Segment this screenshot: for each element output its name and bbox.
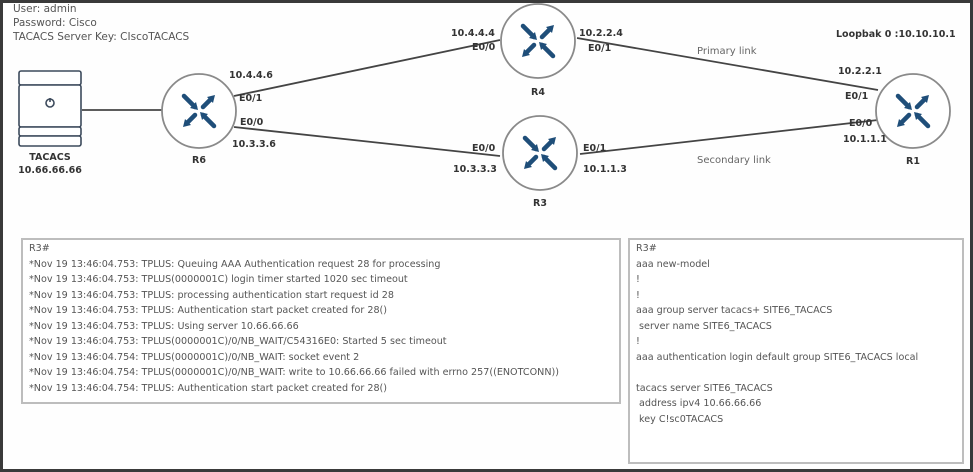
log-line: *Nov 19 13:46:04.753: TPLUS(0000001C)/0/… bbox=[29, 336, 447, 347]
tacacs-ip: 10.66.66.66 bbox=[18, 165, 82, 176]
r1-e00-interface: E0/0 bbox=[849, 118, 873, 129]
router-r1-icon bbox=[875, 73, 951, 149]
r3-e00-interface: E0/0 bbox=[472, 143, 496, 154]
r1-loopback: Loopbak 0 :10.10.10.1 bbox=[836, 29, 956, 40]
config-line: ! bbox=[636, 274, 640, 285]
config-panel: R3# aaa new-model!! aaa group server tacac… bbox=[628, 238, 964, 464]
log-line: *Nov 19 13:46:04.754: TPLUS(0000001C)/0/… bbox=[29, 351, 360, 363]
r4-e01-ip: 10.2.2.4 bbox=[579, 28, 623, 39]
credential-server-key: TACACS Server Key: CIscoTACACS bbox=[13, 31, 190, 43]
r3-e01-ip: 10.1.1.3 bbox=[583, 164, 627, 175]
log-line: *Nov 19 13:46:04.753: TPLUS: Authenticat… bbox=[29, 305, 388, 316]
credentials-block: User: admin Password: Cisco TACACS Serve… bbox=[13, 2, 189, 44]
router-r3-icon bbox=[502, 115, 578, 191]
primary-link-label: Primary link bbox=[697, 46, 757, 57]
r1-e01-interface: E0/1 bbox=[845, 91, 868, 102]
config-line: R3# bbox=[636, 243, 657, 254]
r6-e00-interface: E0/0 bbox=[240, 117, 264, 128]
link-secondary-r3-r1 bbox=[579, 119, 879, 155]
log-line: *Nov 19 13:46:04.754: TPLUS(0000001C)/0/… bbox=[29, 367, 559, 378]
r4-e00-interface: E0/0 bbox=[472, 42, 496, 53]
config-line: ! bbox=[636, 336, 640, 347]
log-line: *Nov 19 13:46:04.753: TPLUS: Queuing AAA… bbox=[29, 258, 441, 270]
config-line bbox=[636, 365, 956, 381]
secondary-link-label: Secondary link bbox=[697, 155, 771, 166]
r4-e00-ip: 10.4.4.4 bbox=[451, 28, 495, 39]
config-line: server name SITE6_TACACS bbox=[636, 320, 772, 332]
r3-e00-ip: 10.3.3.3 bbox=[453, 164, 497, 175]
config-line: key C!sc0TACACS bbox=[636, 413, 724, 425]
tacacs-server-icon bbox=[18, 70, 82, 147]
r1-e01-ip: 10.2.2.1 bbox=[838, 66, 882, 77]
link-r6-r3 bbox=[233, 126, 501, 157]
tacacs-name: TACACS bbox=[29, 152, 71, 163]
router-r6-icon bbox=[161, 73, 237, 149]
link-primary-r4-r1 bbox=[576, 37, 879, 91]
config-line: aaa group server tacacs+ SITE6_TACACS bbox=[636, 305, 833, 316]
r6-e01-ip: 10.4.4.6 bbox=[229, 70, 273, 81]
log-line: *Nov 19 13:46:04.753: TPLUS(0000001C) lo… bbox=[29, 274, 408, 285]
log-line: R3# bbox=[29, 243, 50, 254]
router-r3-label: R3 bbox=[533, 198, 547, 209]
router-r4-icon bbox=[500, 3, 576, 79]
log-line: *Nov 19 13:46:04.753: TPLUS: processing … bbox=[29, 289, 394, 301]
r6-e00-ip: 10.3.3.6 bbox=[232, 139, 276, 150]
router-r4-label: R4 bbox=[531, 87, 545, 98]
network-topology: TACACS 10.66.66.66 R6 10.4.4.6 E0/1 E0/0… bbox=[18, 3, 956, 209]
debug-log-panel: R3# *Nov 19 13:46:04.753: TPLUS: Queuing … bbox=[21, 238, 621, 404]
config-line: aaa authentication login default group S… bbox=[636, 351, 919, 363]
credential-password: Password: Cisco bbox=[13, 17, 97, 29]
router-r1-label: R1 bbox=[906, 156, 920, 167]
router-r6-label: R6 bbox=[192, 155, 206, 166]
config-line: tacacs server SITE6_TACACS bbox=[636, 382, 773, 394]
config-line: aaa new-model bbox=[636, 258, 710, 270]
credential-user: User: admin bbox=[13, 3, 77, 15]
config-line: address ipv4 10.66.66.66 bbox=[636, 398, 762, 409]
r6-e01-interface: E0/1 bbox=[239, 93, 262, 104]
config-line: ! bbox=[636, 289, 640, 301]
r1-e00-ip: 10.1.1.1 bbox=[843, 134, 887, 145]
log-line: *Nov 19 13:46:04.754: TPLUS: Authenticat… bbox=[29, 382, 388, 394]
r4-e01-interface: E0/1 bbox=[588, 43, 611, 54]
log-line: *Nov 19 13:46:04.753: TPLUS: Using serve… bbox=[29, 320, 299, 332]
link-r6-r4 bbox=[233, 39, 501, 97]
r3-e01-interface: E0/1 bbox=[583, 143, 606, 154]
